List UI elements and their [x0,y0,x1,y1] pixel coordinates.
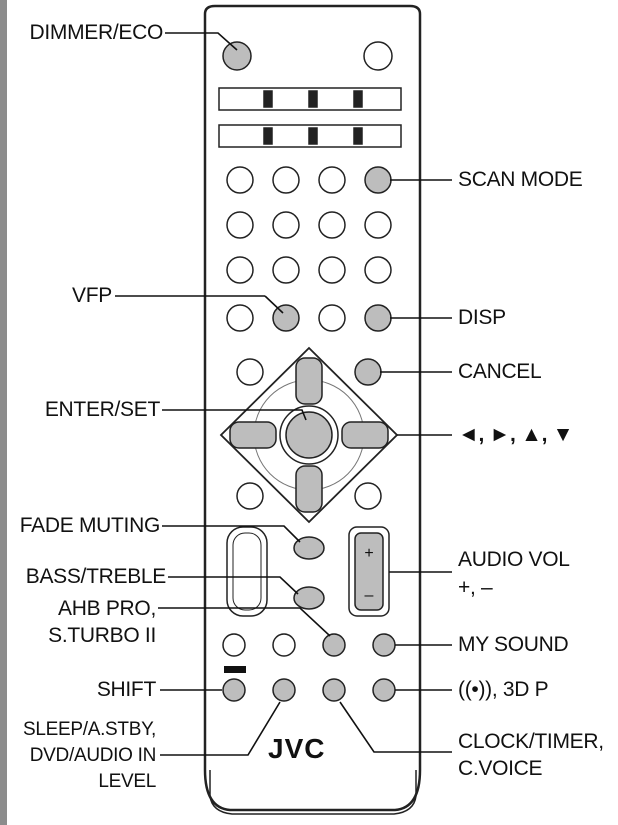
nav-top-left-button [236,358,264,386]
small-button [272,633,296,657]
label-ahb-pro-line1: AHB PRO, [58,597,156,620]
vol-minus-mark: – [365,587,374,604]
dimmer-eco-button [222,41,252,71]
nav-bottom-left-button [236,482,264,510]
label-dimmer-eco: DIMMER/ECO [29,21,163,44]
page-edge-bar [0,0,7,825]
source-button-row-2 [218,124,402,148]
up-arrow-key [295,357,323,405]
grid-button [318,304,346,332]
jvc-logo: JVC [268,733,326,764]
leader-bass-treble [168,576,299,595]
leader-clock-timer [339,701,452,753]
grid-button [318,166,346,194]
label-disp: DISP [458,306,506,329]
label-scan-mode: SCAN MODE [458,168,583,191]
label-enter-set: ENTER/SET [44,398,160,421]
label-clock-timer-line1: CLOCK/TIMER, [458,730,604,753]
sleep-button [272,678,296,702]
remote-bottom-rim [209,770,417,815]
grid-button [272,256,300,284]
down-arrow-key [295,465,323,513]
grid-button [318,211,346,239]
source-button-row-1 [218,87,402,111]
scan-mode-button [364,166,392,194]
grid-button [364,211,392,239]
clock-timer-button [322,678,346,702]
my-sound-button [372,633,396,657]
label-sleep-line2: DVD/AUDIO IN [29,745,157,766]
leader-ahb-pro [158,607,331,637]
disp-button [364,304,392,332]
label-clock-timer-line2: C.VOICE [458,757,543,780]
nav-bottom-right-button [354,482,382,510]
enter-set-button [285,411,333,459]
left-slot-inner [232,532,262,611]
ahb-pro-button [322,633,346,657]
label-bass-treble: BASS/TREBLE [25,565,167,588]
leader-enter-set [162,409,307,421]
leader-vfp-2 [264,295,284,314]
grid-button [226,211,254,239]
grid-button [318,256,346,284]
audio-vol-rocker [354,532,384,611]
left-slot-outline [226,526,268,617]
grid-button [226,166,254,194]
grid-button [272,211,300,239]
bass-treble-button [293,586,325,610]
grid-button [272,166,300,194]
shift-marker-bar [224,666,246,673]
grid-button [364,256,392,284]
small-button [222,633,246,657]
label-3d-p: ((•)), 3D P [458,678,549,701]
label-audio-vol-line2: +, – [458,576,493,599]
label-sleep-line3: LEVEL [98,771,156,792]
label-fade-muting: FADE MUTING [19,514,161,537]
label-cancel: CANCEL [458,360,542,383]
power-button [363,41,393,71]
label-audio-vol-line1: AUDIO VOL [458,548,570,571]
vfp-button [272,304,300,332]
left-arrow-key [229,421,277,449]
3d-phonic-button [372,678,396,702]
label-vfp: VFP [72,284,112,307]
vol-plus-mark: + [364,545,373,562]
shift-button [222,678,246,702]
label-sleep-line1: SLEEP/A.STBY, [22,719,156,740]
label-my-sound: MY SOUND [458,633,569,656]
right-arrow-key [341,421,389,449]
leader-sleep [160,701,281,756]
grid-button [226,256,254,284]
label-ahb-pro-line2: S.TURBO II [48,624,156,647]
label-shift: SHIFT [96,678,156,701]
cancel-button [354,358,382,386]
label-arrows: ◄, ►, ▲, ▼ [458,423,574,446]
leader-dimmer-eco [165,32,238,51]
fade-muting-button [293,536,325,560]
leader-fade-muting [162,525,301,543]
grid-button [226,304,254,332]
